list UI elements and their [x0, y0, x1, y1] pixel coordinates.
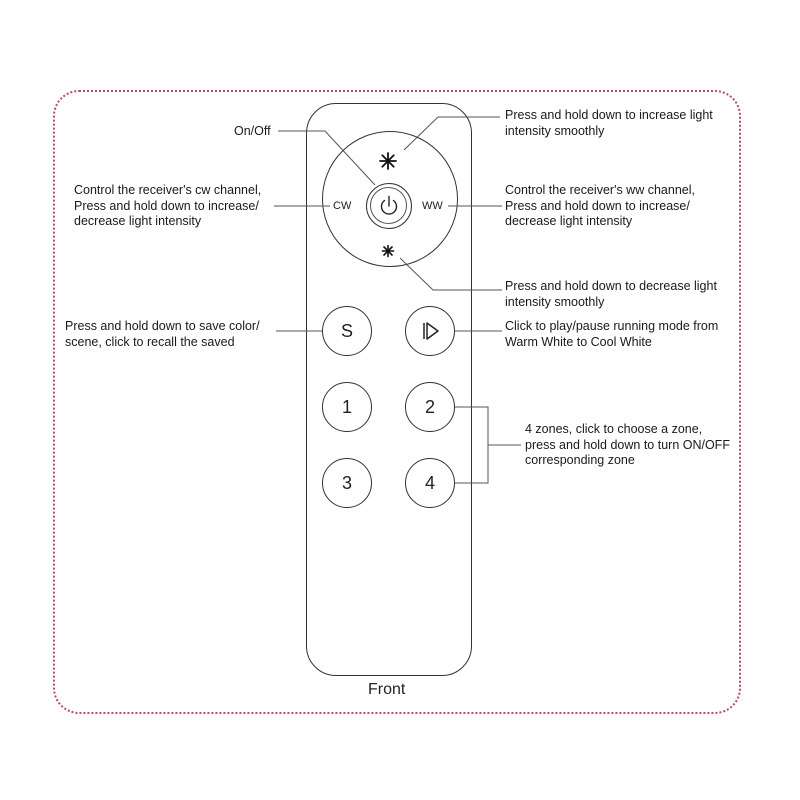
cw-annotation: Control the receiver's cw channel, Press…	[74, 183, 262, 228]
increase-annotation: Press and hold down to increase light in…	[505, 108, 713, 138]
zone-4-label: 4	[424, 472, 435, 493]
cw-label[interactable]: CW	[333, 200, 352, 212]
play-annotation: Click to play/pause running mode from Wa…	[505, 319, 719, 349]
front-caption: Front	[368, 681, 406, 698]
save-scene-label: S	[340, 320, 353, 341]
decrease-annotation: Press and hold down to decrease light in…	[505, 279, 717, 309]
dotted-frame	[53, 90, 741, 714]
sun-small-icon[interactable]	[381, 244, 395, 258]
zone-3-label: 3	[341, 472, 352, 493]
play-pause-icon	[423, 322, 439, 340]
decrease-leader	[399, 257, 502, 291]
power-button[interactable]	[366, 183, 412, 229]
power-button-ring	[370, 187, 407, 224]
increase-leader	[403, 116, 500, 151]
ww-annotation: Control the receiver's ww channel, Press…	[505, 183, 695, 228]
save-annotation: Press and hold down to save color/ scene…	[65, 319, 260, 349]
zone-1-label: 1	[341, 396, 352, 417]
zone-2-label: 2	[424, 396, 435, 417]
zone-4-button[interactable]: 4	[405, 458, 455, 508]
sun-large-icon[interactable]	[378, 151, 398, 171]
zone-2-button[interactable]: 2	[405, 382, 455, 432]
on-off-leader	[278, 130, 376, 186]
on-off-annotation: On/Off	[234, 124, 271, 138]
zones-bracket	[455, 406, 489, 484]
zone-1-button[interactable]: 1	[322, 382, 372, 432]
zones-annotation: 4 zones, click to choose a zone, press a…	[525, 422, 730, 467]
save-scene-button[interactable]: S	[322, 306, 372, 356]
power-icon	[380, 195, 398, 215]
play-pause-button[interactable]	[405, 306, 455, 356]
zone-3-button[interactable]: 3	[322, 458, 372, 508]
ww-label[interactable]: WW	[422, 200, 443, 212]
